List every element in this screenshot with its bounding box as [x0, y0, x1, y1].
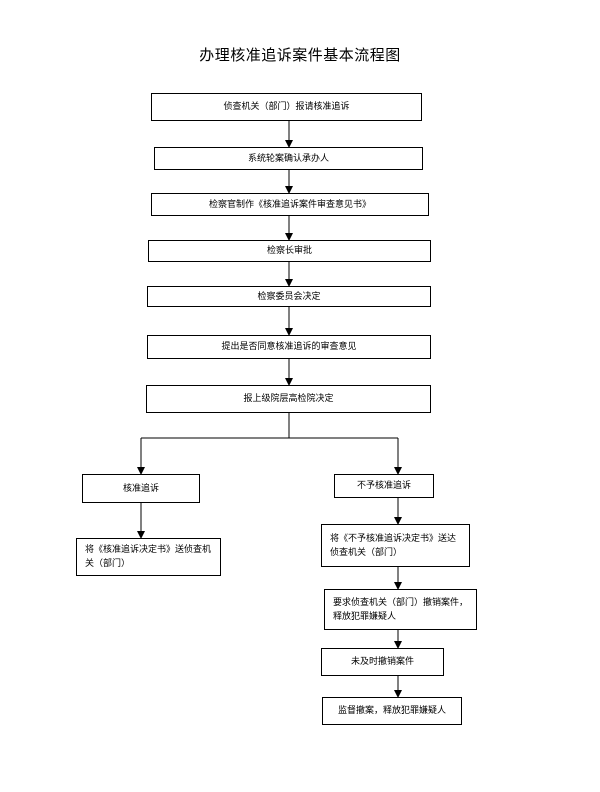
page-title: 办理核准追诉案件基本流程图 — [199, 46, 401, 64]
reject-request-revoke: 要求侦查机关（部门）撤销案件，释放犯罪嫌疑人 — [324, 589, 477, 630]
reject-supervise-revoke: 监督撤案，释放犯罪嫌疑人 — [322, 697, 462, 725]
reject-deliver-decision: 将《不予核准追诉决定书》送达侦查机关（部门） — [321, 524, 470, 567]
approve-deliver-decision: 将《核准追诉决定书》送侦查机关（部门） — [76, 538, 221, 576]
branch-reject: 不予核准追诉 — [334, 474, 434, 498]
branch-approve: 核准追诉 — [82, 474, 200, 503]
step-report-approval: 侦查机关（部门）报请核准追诉 — [151, 93, 422, 121]
step-review-opinion-doc: 检察官制作《核准追诉案件审查意见书》 — [151, 193, 429, 216]
step-report-higher-court: 报上级院层高检院决定 — [146, 385, 431, 413]
reject-untimely-revoke: 未及时撤销案件 — [321, 648, 444, 676]
step-assign-handler: 系统轮案确认承办人 — [154, 147, 423, 170]
step-opinion-on-approval: 提出是否同意核准追诉的审查意见 — [147, 335, 431, 359]
step-committee-decision: 检察委员会决定 — [147, 286, 431, 307]
step-chief-approval: 检察长审批 — [148, 240, 431, 262]
